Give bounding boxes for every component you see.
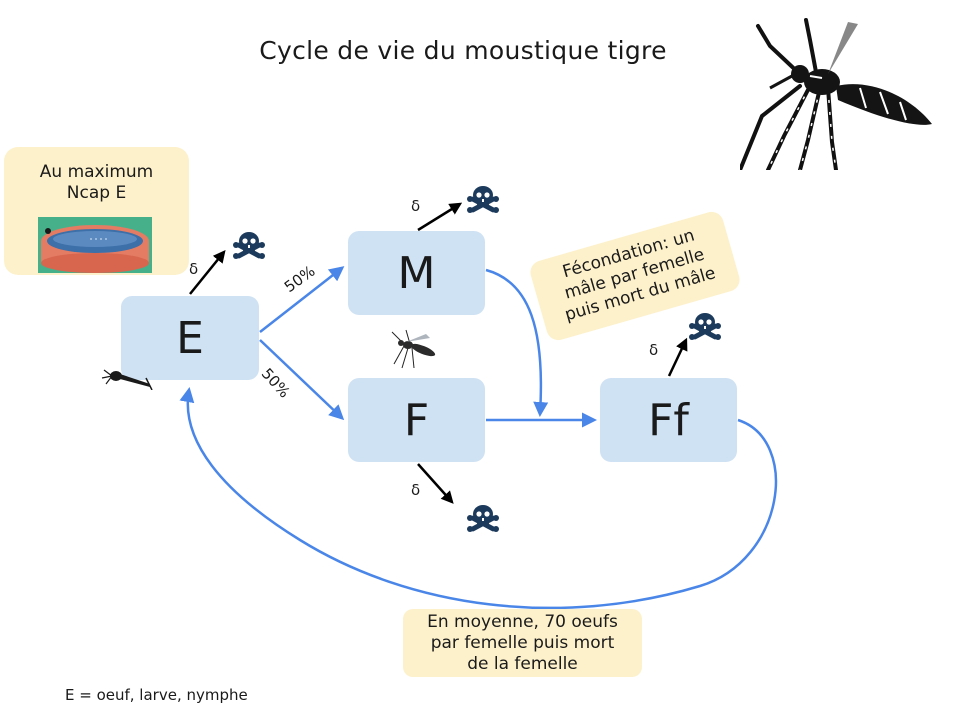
node-male: M: [348, 231, 485, 315]
mosquito-icon: [740, 18, 932, 170]
mortality-arrow-egg: [189, 250, 226, 295]
mosquito-icon: [391, 329, 436, 369]
delta-label-male: δ: [411, 197, 421, 215]
larva-icon: [101, 369, 153, 390]
capacity-note: Au maximum Ncap E: [4, 147, 189, 275]
mortality-arrow-male: [417, 202, 463, 232]
eggs-laid-note: En moyenne, 70 oeufs par femelle puis mo…: [403, 609, 642, 677]
skull-crossbones-icon: [689, 313, 721, 340]
capacity-note-line-1: Au maximum: [39, 162, 154, 182]
capacity-note-line-2: Ncap E: [66, 183, 127, 203]
skull-crossbones-icon: [233, 232, 265, 259]
arrow-egg-to-female: [259, 339, 345, 421]
delta-label-egg: δ: [189, 260, 199, 278]
diagram-title: Cycle de vie du moustique tigre: [259, 36, 667, 65]
eggs-laid-note-line-1: En moyenne, 70 oeufs: [427, 612, 618, 632]
arrow-fertilized-to-egg: [179, 387, 778, 610]
legend-text: E = oeuf, larve, nymphe: [65, 686, 248, 704]
arrow-egg-to-male: [259, 266, 345, 333]
mortality-arrow-female: [417, 463, 454, 504]
skull-crossbones-icon: [467, 186, 499, 213]
skull-crossbones-icon: [467, 505, 499, 532]
eggs-laid-note-line-3: de la femelle: [467, 654, 578, 674]
arrow-male-to-fertilization: [485, 268, 549, 417]
eggs-laid-note-line-2: par femelle puis mort: [430, 633, 615, 653]
delta-label-female: δ: [411, 481, 421, 499]
node-female: F: [348, 378, 485, 462]
node-fertilized-female: Ff: [600, 378, 737, 462]
mortality-arrow-fertilized: [667, 337, 688, 377]
node-egg: E: [121, 296, 259, 380]
pool-icon: [38, 217, 152, 273]
delta-label-fertilized: δ: [649, 341, 659, 359]
